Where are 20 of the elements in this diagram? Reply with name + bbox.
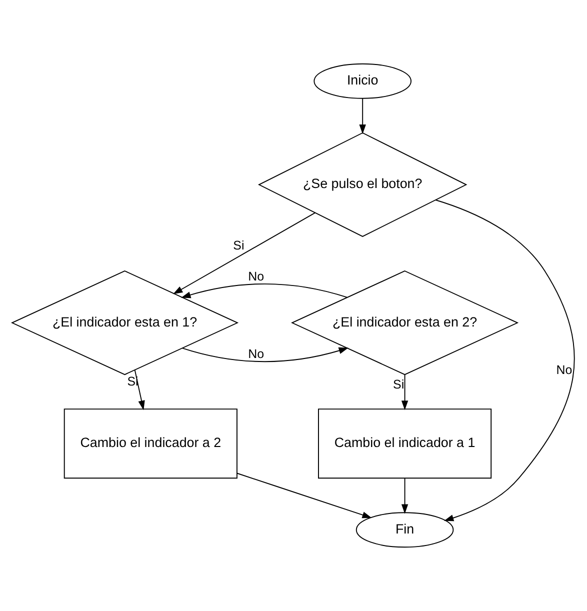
- node-diamond: ¿El indicador esta en 2?: [290, 270, 519, 376]
- edge-label: No: [248, 269, 264, 284]
- edge-label: Si: [393, 378, 404, 392]
- node-box: Cambio el indicador a 1: [318, 408, 492, 479]
- arrow: [236, 472, 372, 518]
- edge-label: No: [248, 347, 264, 362]
- arrow: [401, 374, 408, 410]
- arrow: [181, 283, 348, 298]
- edge-label: Si: [233, 238, 244, 253]
- node-ellipse: Inicio: [314, 63, 412, 99]
- edge-label: No: [556, 362, 572, 377]
- arrow: [435, 200, 575, 522]
- arrow: [134, 370, 145, 410]
- node-box: Cambio el indicador a 2: [64, 408, 238, 479]
- node-diamond: ¿Se pulso el boton?: [258, 132, 468, 237]
- arrow: [173, 212, 316, 294]
- arrow: [182, 347, 348, 362]
- arrow: [359, 98, 366, 134]
- node-diamond: ¿El indicador esta en 1?: [10, 270, 239, 376]
- arrow: [401, 478, 408, 514]
